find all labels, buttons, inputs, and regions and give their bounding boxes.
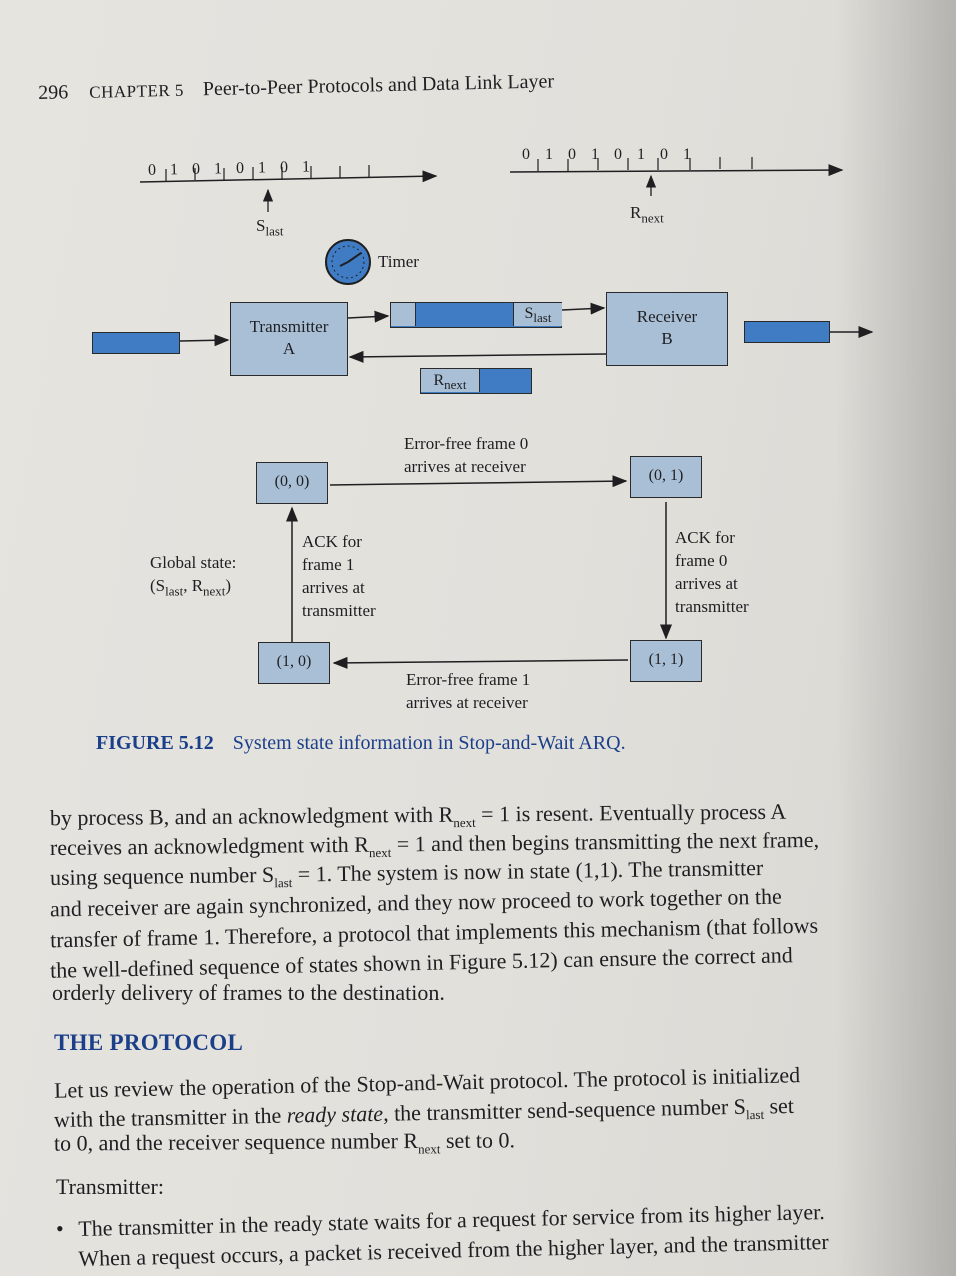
s-last-label: Slast	[256, 216, 284, 239]
transmitter-box: Transmitter A	[230, 302, 348, 376]
section-heading: THE PROTOCOL	[54, 1030, 244, 1055]
left-sequence-labels: 01010101	[147, 158, 325, 179]
figure-5-12: 01010101 01010101 Slast Rnext Timer Tran…	[92, 146, 874, 712]
transition-right-label: ACK for frame 0 arrives at transmitter	[675, 528, 749, 616]
ack-packet: Rnext	[420, 368, 532, 394]
state-1-1: (1, 1)	[630, 640, 702, 682]
transition-top-label: Error-free frame 0 arrives at receiver	[404, 434, 529, 476]
r-next-label: Rnext	[630, 203, 664, 226]
timer-clock-icon	[325, 239, 371, 285]
tx-to-frame-arrow	[347, 310, 390, 323]
right-sequence-axis	[509, 164, 844, 177]
receiver-box: Receiver B	[606, 292, 728, 366]
ack-return-arrow	[348, 350, 607, 363]
input-arrow	[179, 334, 230, 347]
frame-packet: Slast	[390, 302, 562, 328]
timer-label: Timer	[378, 252, 419, 271]
left-sequence-ticks	[165, 165, 370, 181]
figure-caption-text: System state information in Stop-and-Wai…	[232, 732, 626, 754]
bullet-dot: •	[56, 1216, 64, 1241]
input-queue-bar	[92, 332, 180, 354]
frame-to-rx-arrow	[561, 302, 606, 315]
transition-11-10	[332, 656, 629, 669]
figure-lines	[139, 157, 874, 669]
global-state-label: Global state: (Slast, Rnext)	[150, 553, 237, 599]
state-1-0: (1, 0)	[258, 642, 330, 684]
figure-number: FIGURE 5.12	[96, 732, 214, 754]
state-0-0: (0, 0)	[256, 462, 328, 504]
paragraph-line: orderly delivery of frames to the destin…	[52, 980, 445, 1005]
transmitter-subheading: Transmitter:	[56, 1174, 164, 1199]
right-sequence-ticks	[537, 157, 753, 171]
transition-left-label: ACK for frame 1 arrives at transmitter	[302, 532, 376, 620]
state-0-1: (0, 1)	[630, 456, 702, 498]
figure-caption: FIGURE 5.12 System state information in …	[96, 732, 626, 755]
page-edge-shadow	[836, 0, 956, 1276]
left-sequence-axis	[139, 170, 438, 183]
transition-00-01	[329, 475, 628, 488]
right-sequence-labels: 01010101	[522, 146, 706, 163]
output-queue-bar	[744, 321, 830, 343]
paragraph-line: to 0, and the receiver sequence number R…	[53, 1127, 516, 1157]
transition-bottom-label: Error-free frame 1 arrives at receiver	[406, 670, 531, 712]
